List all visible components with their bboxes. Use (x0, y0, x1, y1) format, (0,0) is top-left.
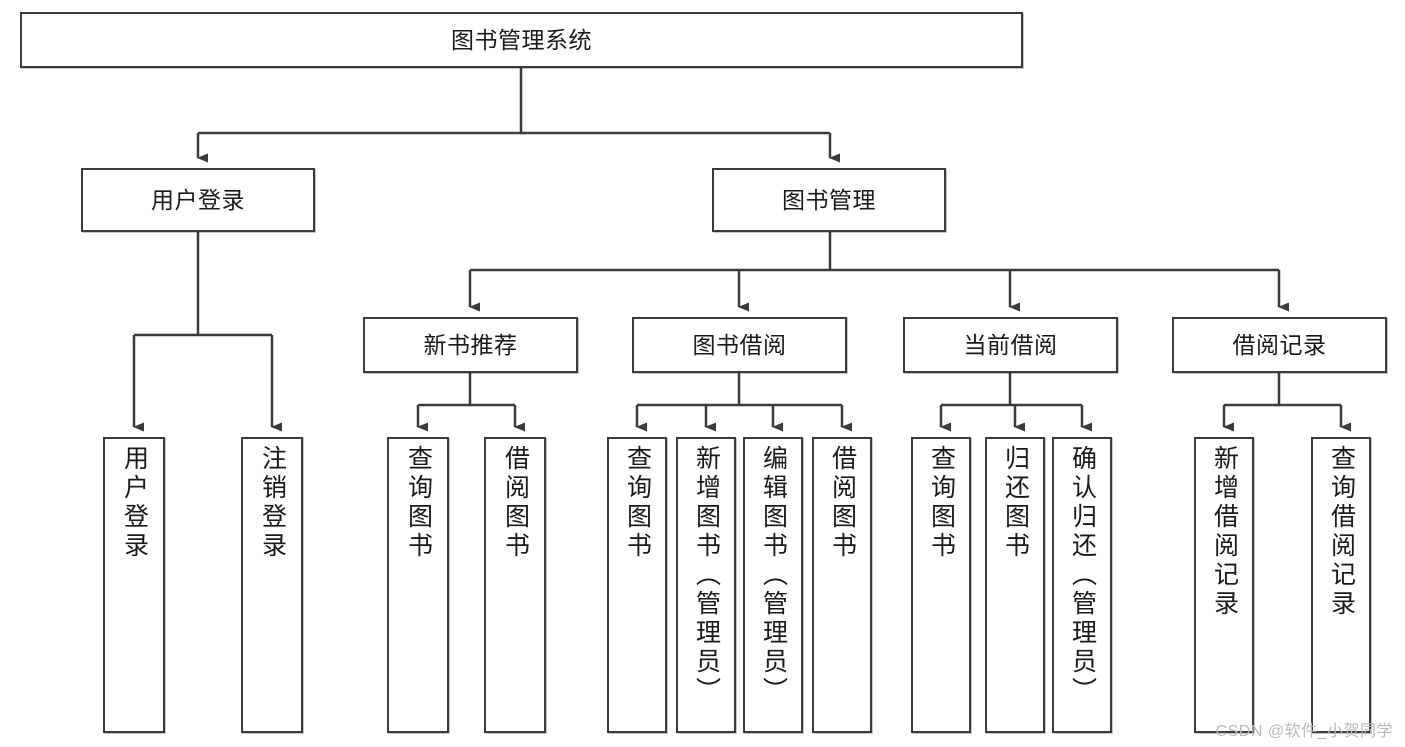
node-current-borrow[interactable]: 当前借阅 (903, 317, 1118, 373)
leaf-add-book-admin[interactable]: 新增图书（管理员） (676, 437, 736, 733)
leaf-query-borrow-record[interactable]: 查询借阅记录 (1311, 437, 1371, 733)
node-book-borrow-label: 图书借阅 (692, 331, 787, 358)
node-user-login-label: 用户登录 (151, 186, 245, 213)
node-current-borrow-label: 当前借阅 (963, 331, 1058, 358)
node-new-book-recommend[interactable]: 新书推荐 (363, 317, 578, 373)
node-book-management[interactable]: 图书管理 (712, 168, 946, 232)
leaf-borrow-book[interactable]: 借阅图书 (812, 437, 872, 733)
leaf-query-book-borrow-label: 查询图书 (623, 445, 652, 561)
leaf-confirm-return-admin-label: 确认归还（管理员） (1068, 445, 1097, 706)
leaf-query-borrow-record-label: 查询借阅记录 (1327, 445, 1356, 619)
node-new-book-recommend-label: 新书推荐 (423, 331, 518, 358)
leaf-query-book-borrow[interactable]: 查询图书 (607, 437, 667, 733)
leaf-query-book-current[interactable]: 查询图书 (911, 437, 971, 733)
node-borrow-records-label: 借阅记录 (1232, 331, 1327, 358)
leaf-edit-book-admin[interactable]: 编辑图书（管理员） (743, 437, 803, 733)
leaf-edit-book-admin-label: 编辑图书（管理员） (759, 445, 788, 706)
leaf-query-book-current-label: 查询图书 (927, 445, 956, 561)
node-book-management-label: 图书管理 (782, 186, 876, 213)
leaf-return-book[interactable]: 归还图书 (985, 437, 1045, 733)
leaf-add-borrow-record-label: 新增借阅记录 (1210, 445, 1239, 619)
leaf-query-book-rec-label: 查询图书 (404, 445, 433, 561)
leaf-user-login[interactable]: 用户登录 (103, 437, 165, 733)
leaf-query-book-rec[interactable]: 查询图书 (387, 437, 449, 733)
leaf-user-login-label: 用户登录 (120, 445, 149, 561)
leaf-add-book-admin-label: 新增图书（管理员） (692, 445, 721, 706)
node-book-borrow[interactable]: 图书借阅 (632, 317, 847, 373)
leaf-borrow-book-label: 借阅图书 (828, 445, 857, 561)
leaf-logout[interactable]: 注销登录 (241, 437, 303, 733)
leaf-confirm-return-admin[interactable]: 确认归还（管理员） (1052, 437, 1112, 733)
leaf-borrow-book-rec-label: 借阅图书 (501, 445, 530, 561)
leaf-borrow-book-rec[interactable]: 借阅图书 (484, 437, 546, 733)
node-user-login[interactable]: 用户登录 (81, 168, 315, 232)
node-borrow-records[interactable]: 借阅记录 (1172, 317, 1387, 373)
leaf-logout-label: 注销登录 (258, 445, 287, 561)
node-root[interactable]: 图书管理系统 (20, 12, 1023, 68)
leaf-return-book-label: 归还图书 (1001, 445, 1030, 561)
node-root-label: 图书管理系统 (451, 26, 592, 53)
leaf-add-borrow-record[interactable]: 新增借阅记录 (1194, 437, 1254, 733)
